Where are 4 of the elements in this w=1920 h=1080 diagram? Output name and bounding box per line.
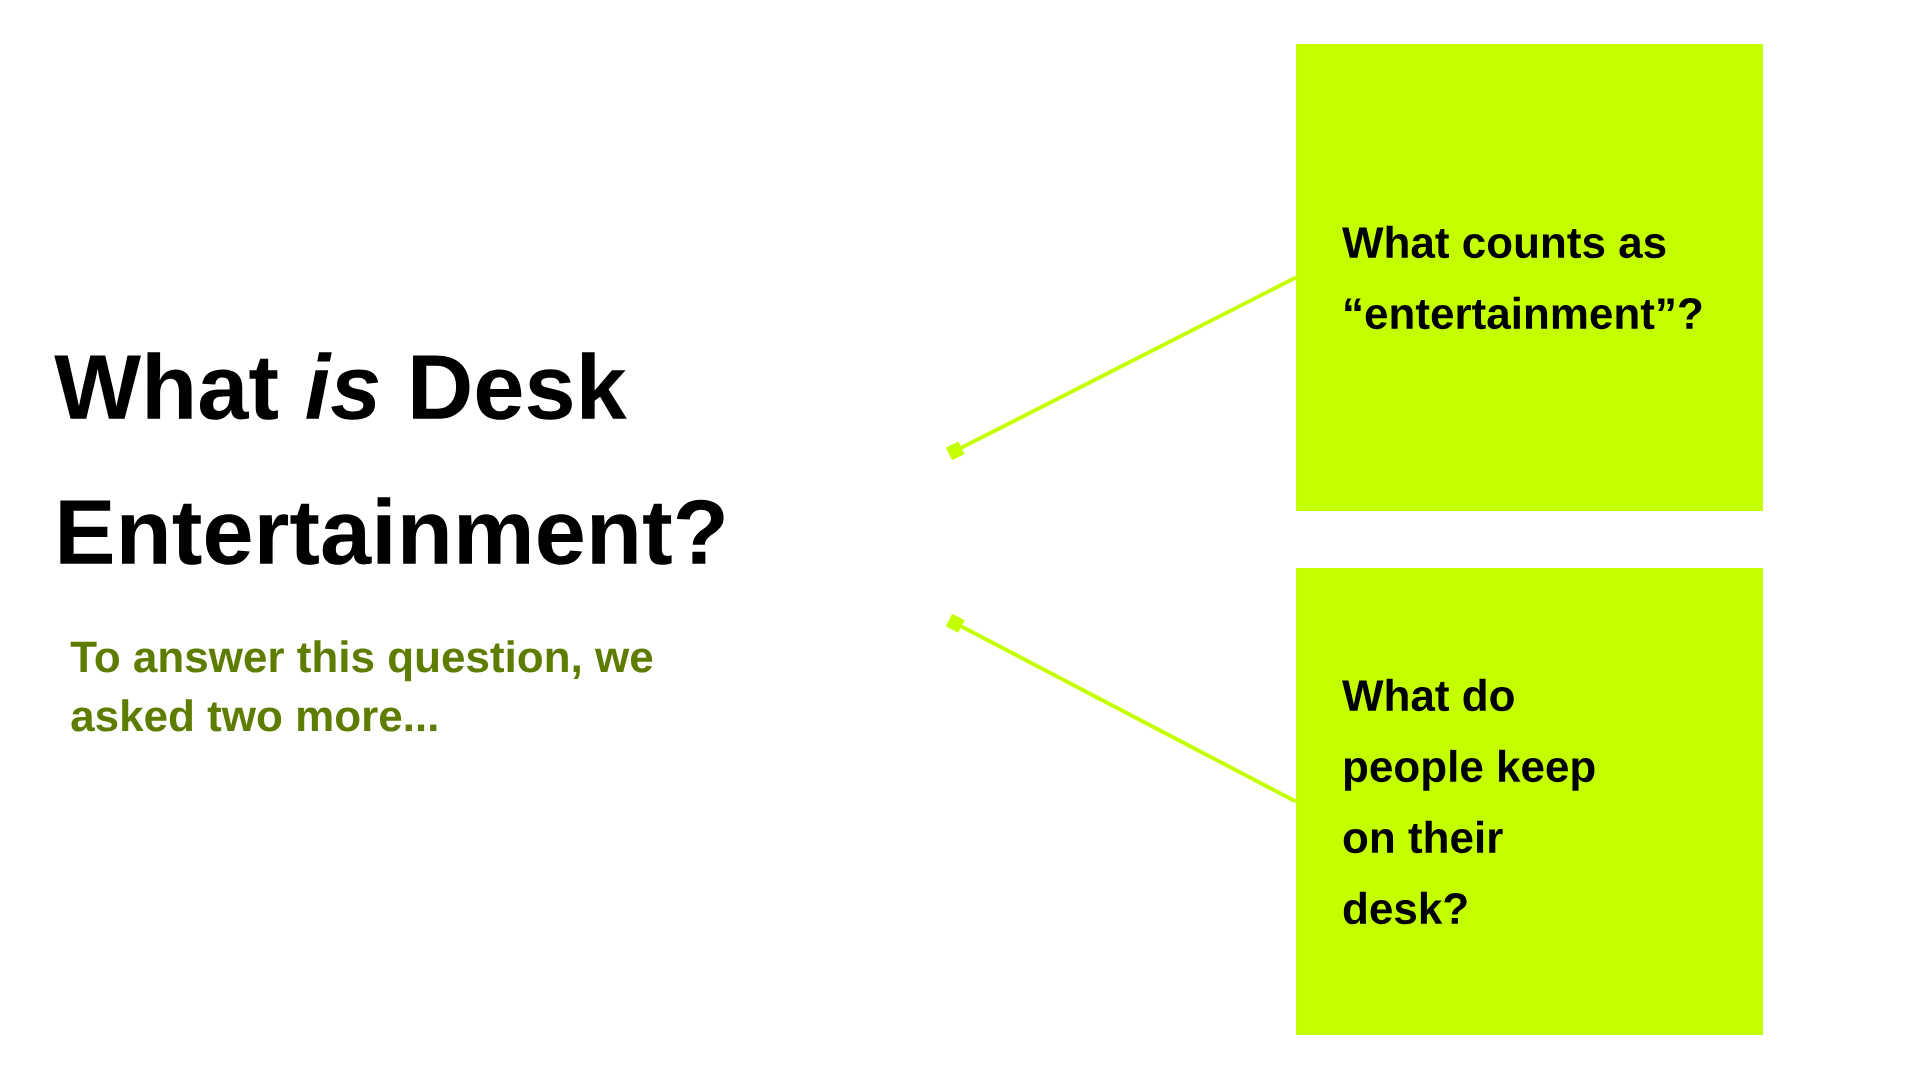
question-box: What counts as “entertainment”? <box>1296 44 1763 511</box>
subtitle: To answer this question, we asked two more... <box>70 640 653 732</box>
heading: What is Desk Entertainment? <box>54 352 724 565</box>
question-box: What do people keep on their desk? <box>1296 568 1763 1035</box>
